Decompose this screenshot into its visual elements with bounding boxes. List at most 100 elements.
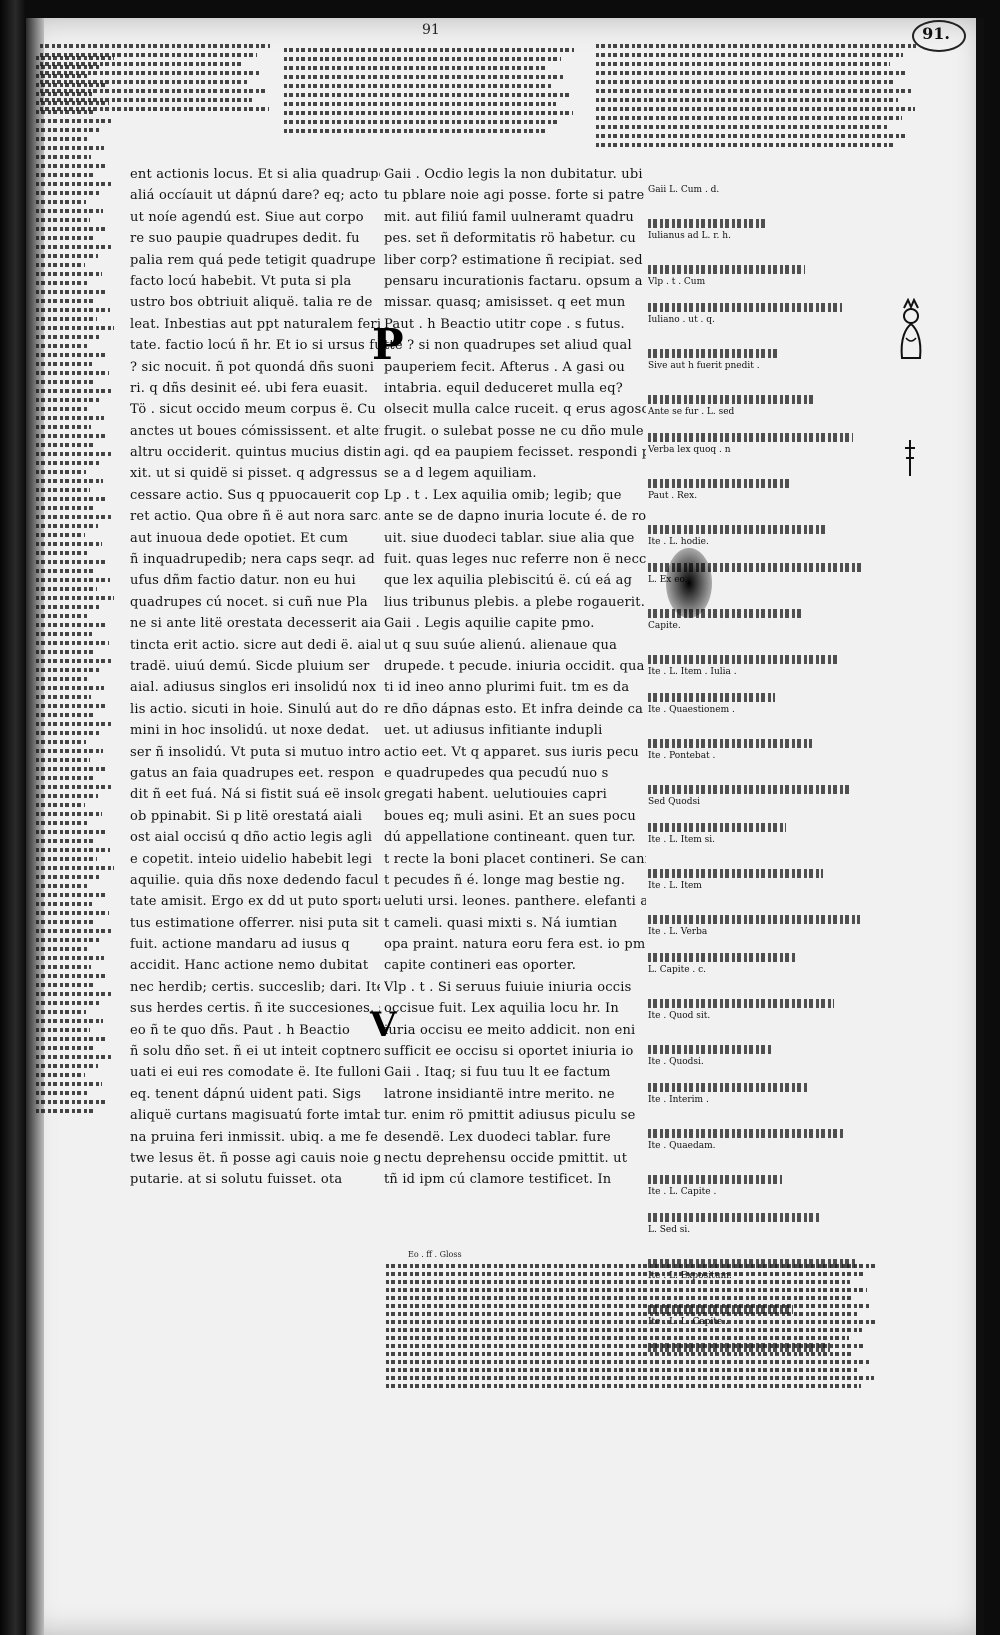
scribal-gloss-stroke [386,1368,857,1372]
scribal-gloss-stroke [386,1288,867,1292]
text-line: Vlp . t . Si seruus fuiuie iniuria occis [384,979,632,995]
scribal-gloss-stroke [40,98,252,102]
scribal-gloss-stroke [36,380,96,384]
folio-number-circle [912,20,966,52]
scribal-gloss-stroke [36,137,87,141]
scribal-gloss-stroke [648,349,779,358]
text-line: putarie. at si solutu fuisset. ota [130,1172,343,1188]
scribal-gloss-stroke [648,739,812,748]
text-line: re suo paupie quadrupes dedit. fu [130,231,360,247]
scribal-gloss-stroke [36,92,92,96]
folio-number: 91. [922,24,950,43]
scribal-gloss-stroke [596,98,898,102]
scribal-gloss-stroke [36,1019,103,1023]
scribal-gloss-stroke [284,84,552,88]
scribal-gloss-stroke [36,1109,93,1113]
scribal-gloss-stroke [36,821,89,825]
scribal-gloss-stroke [648,785,849,794]
scribal-gloss-stroke [596,89,911,93]
scribal-gloss-stroke [36,740,86,744]
text-line: ob ppinabit. Si p litë orestatá aiali [130,808,363,824]
scribal-gloss-stroke [36,164,108,168]
scribal-gloss-stroke [36,407,87,411]
scribal-gloss-stroke [36,578,110,582]
bottom-gloss-label: Eo . ff . Gloss [408,1250,462,1259]
text-line: dú appellatione contineant. quen tur. [384,830,636,846]
scribal-gloss-stroke [36,326,114,330]
text-line: que lex aquilia plebiscitú ë. cú eá ag [384,573,633,589]
text-line: Gaii . Legis aquilie capite pmo. [384,616,595,632]
text-line: ne si ante litë orestata decesserit aial… [130,616,380,632]
text-line: tte ? si non quadrupes set aliud qual [384,338,632,354]
margin-gloss-entry: Ite . L. Expositum. [648,1271,732,1281]
scribal-gloss-stroke [36,542,102,546]
text-line: ueluti ursi. leones. panthere. elefanti … [384,894,646,910]
scribal-gloss-stroke [596,125,889,129]
scribal-gloss-stroke [596,107,915,111]
text-line: Tö . sicut occido meum corpus ë. Cu [130,402,377,418]
scribal-gloss-stroke [386,1296,854,1300]
scribal-gloss-stroke [36,524,98,528]
margin-gloss-entry: Ante se fur . L. sed [648,407,735,417]
scribal-gloss-stroke [36,920,96,924]
text-line: ost aial occisú q dño actio legis agli [130,830,373,846]
scribal-gloss-stroke [36,1010,86,1014]
scribal-gloss-stroke [36,1046,94,1050]
text-line: palia rem quá pede tetigit quadrupe [130,252,376,268]
text-line: aial. adiusus singlos eri insolidú nox [130,680,377,696]
scribal-gloss-stroke [36,506,94,510]
margin-gloss-entry: Ite . L. Item [648,881,702,891]
scribal-gloss-stroke [36,461,99,465]
scribal-gloss-stroke [36,848,110,852]
scribal-gloss-stroke [36,587,97,591]
text-line: agi. qd ea paupiem fecisset. respondi p [384,445,646,461]
margin-gloss-entry: Vlp . t . Cum [648,277,706,287]
scribal-gloss-stroke [36,119,113,123]
scribal-gloss-stroke [36,416,104,420]
manuscript-page: 91 91. ent actionis locus. Et si alia qu… [26,18,984,1635]
text-line: tate amisit. Ergo ex dd ut puto sporta. … [130,894,380,910]
scribal-gloss-stroke [648,915,860,924]
scribal-gloss-stroke [36,308,110,312]
scribal-gloss-stroke [36,173,95,177]
margin-gloss-entry: Ite . Quaestionem . [648,705,735,715]
scribal-gloss-stroke [36,974,108,978]
scribal-gloss-stroke [36,965,91,969]
scribal-gloss-stroke [284,57,561,61]
text-line: tus estimatione offerrer. nisi puta sit [130,915,380,931]
margin-gloss-entry: Verba lex quoq . n [648,445,731,455]
scribal-gloss-stroke [648,1175,782,1184]
scribal-gloss-stroke [36,65,101,69]
scribal-gloss-stroke [284,102,556,106]
text-line: ? sic nocuit. ñ pot quondá dñs suoni [130,359,375,375]
scribal-gloss-stroke [36,479,103,483]
marginal-bust-drawing [900,298,922,359]
scribal-gloss-stroke [36,1028,90,1032]
margin-gloss-entry: L. Capite . c. [648,965,707,975]
margin-gloss-entry: Capite. [648,621,681,631]
text-line: ufus dñm factio datur. non eu hui [130,573,356,589]
scribal-gloss-stroke [36,335,101,339]
scribal-gloss-stroke [36,146,104,150]
margin-gloss-entry: Iuliano . ut . q. [648,315,715,325]
text-line: ent actionis locus. Et si alia quadrupes [130,167,380,182]
scribal-gloss-stroke [596,134,906,138]
text-line: pensaru incurationis factaru. opsum a [384,273,643,289]
scribal-gloss-stroke [36,299,93,303]
scribal-gloss-stroke [36,722,112,726]
text-line: gregati habent. uelutiouies capri [384,787,607,803]
scribal-gloss-stroke [36,1064,98,1068]
text-line: ut q suu suúe alienú. alienaue qua [384,637,618,653]
scribal-gloss-stroke [36,533,85,537]
scribal-gloss-stroke [36,767,107,771]
text-line: ñ solu dño set. ñ ei ut inteit coptnero [130,1044,380,1060]
text-line: quadrupes cú nocet. si cuñ nue Pla [130,594,368,610]
facing-page-edge [0,0,26,1635]
text-line: desendë. Lex duodeci tablar. fure [384,1129,611,1145]
text-line: ustro bos obtriuit aliquë. talia re de [130,295,373,311]
scribal-gloss-stroke [36,1091,89,1095]
scribal-gloss-stroke [648,869,823,878]
scribal-gloss-stroke [648,1045,771,1054]
margin-gloss-entry: Iulianus ad L. r. h. [648,231,731,241]
